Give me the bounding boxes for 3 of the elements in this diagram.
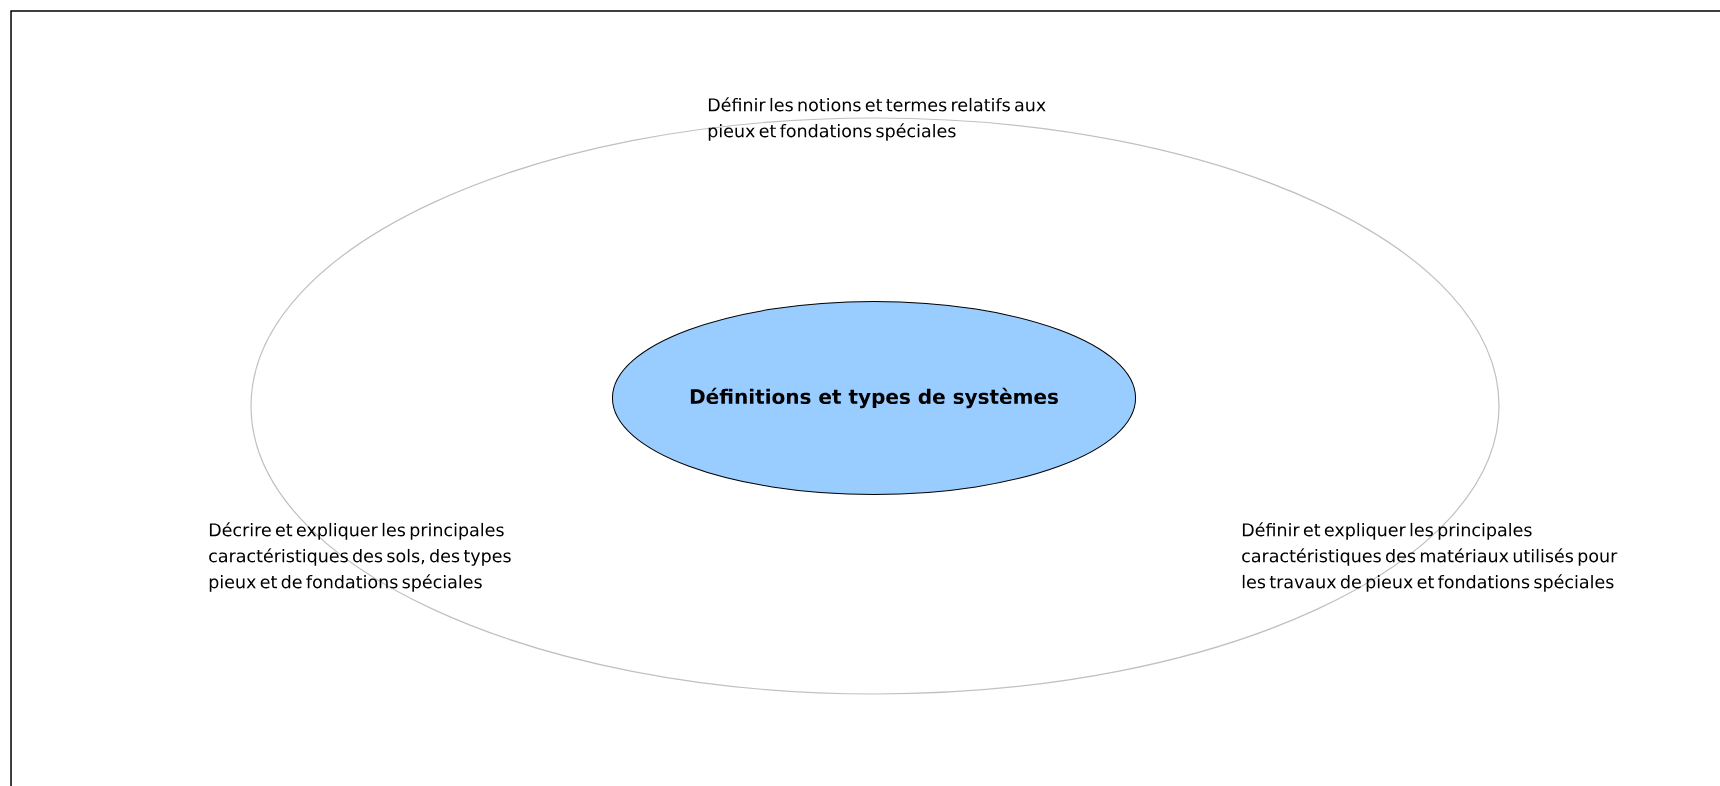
objective-text: Définir les notions et termes relatifs aux pieux et fondations spéciales — [708, 97, 1046, 141]
objective-text: Décrire et expliquer les principales caractéristiques des sols, des types pieux et de fondations spéciales — [209, 522, 511, 592]
objective-text: Définir et expliquer les principales caractéristiques des matériaux utilisés pour les travaux de pieux et fondations spéciales — [1242, 522, 1618, 592]
